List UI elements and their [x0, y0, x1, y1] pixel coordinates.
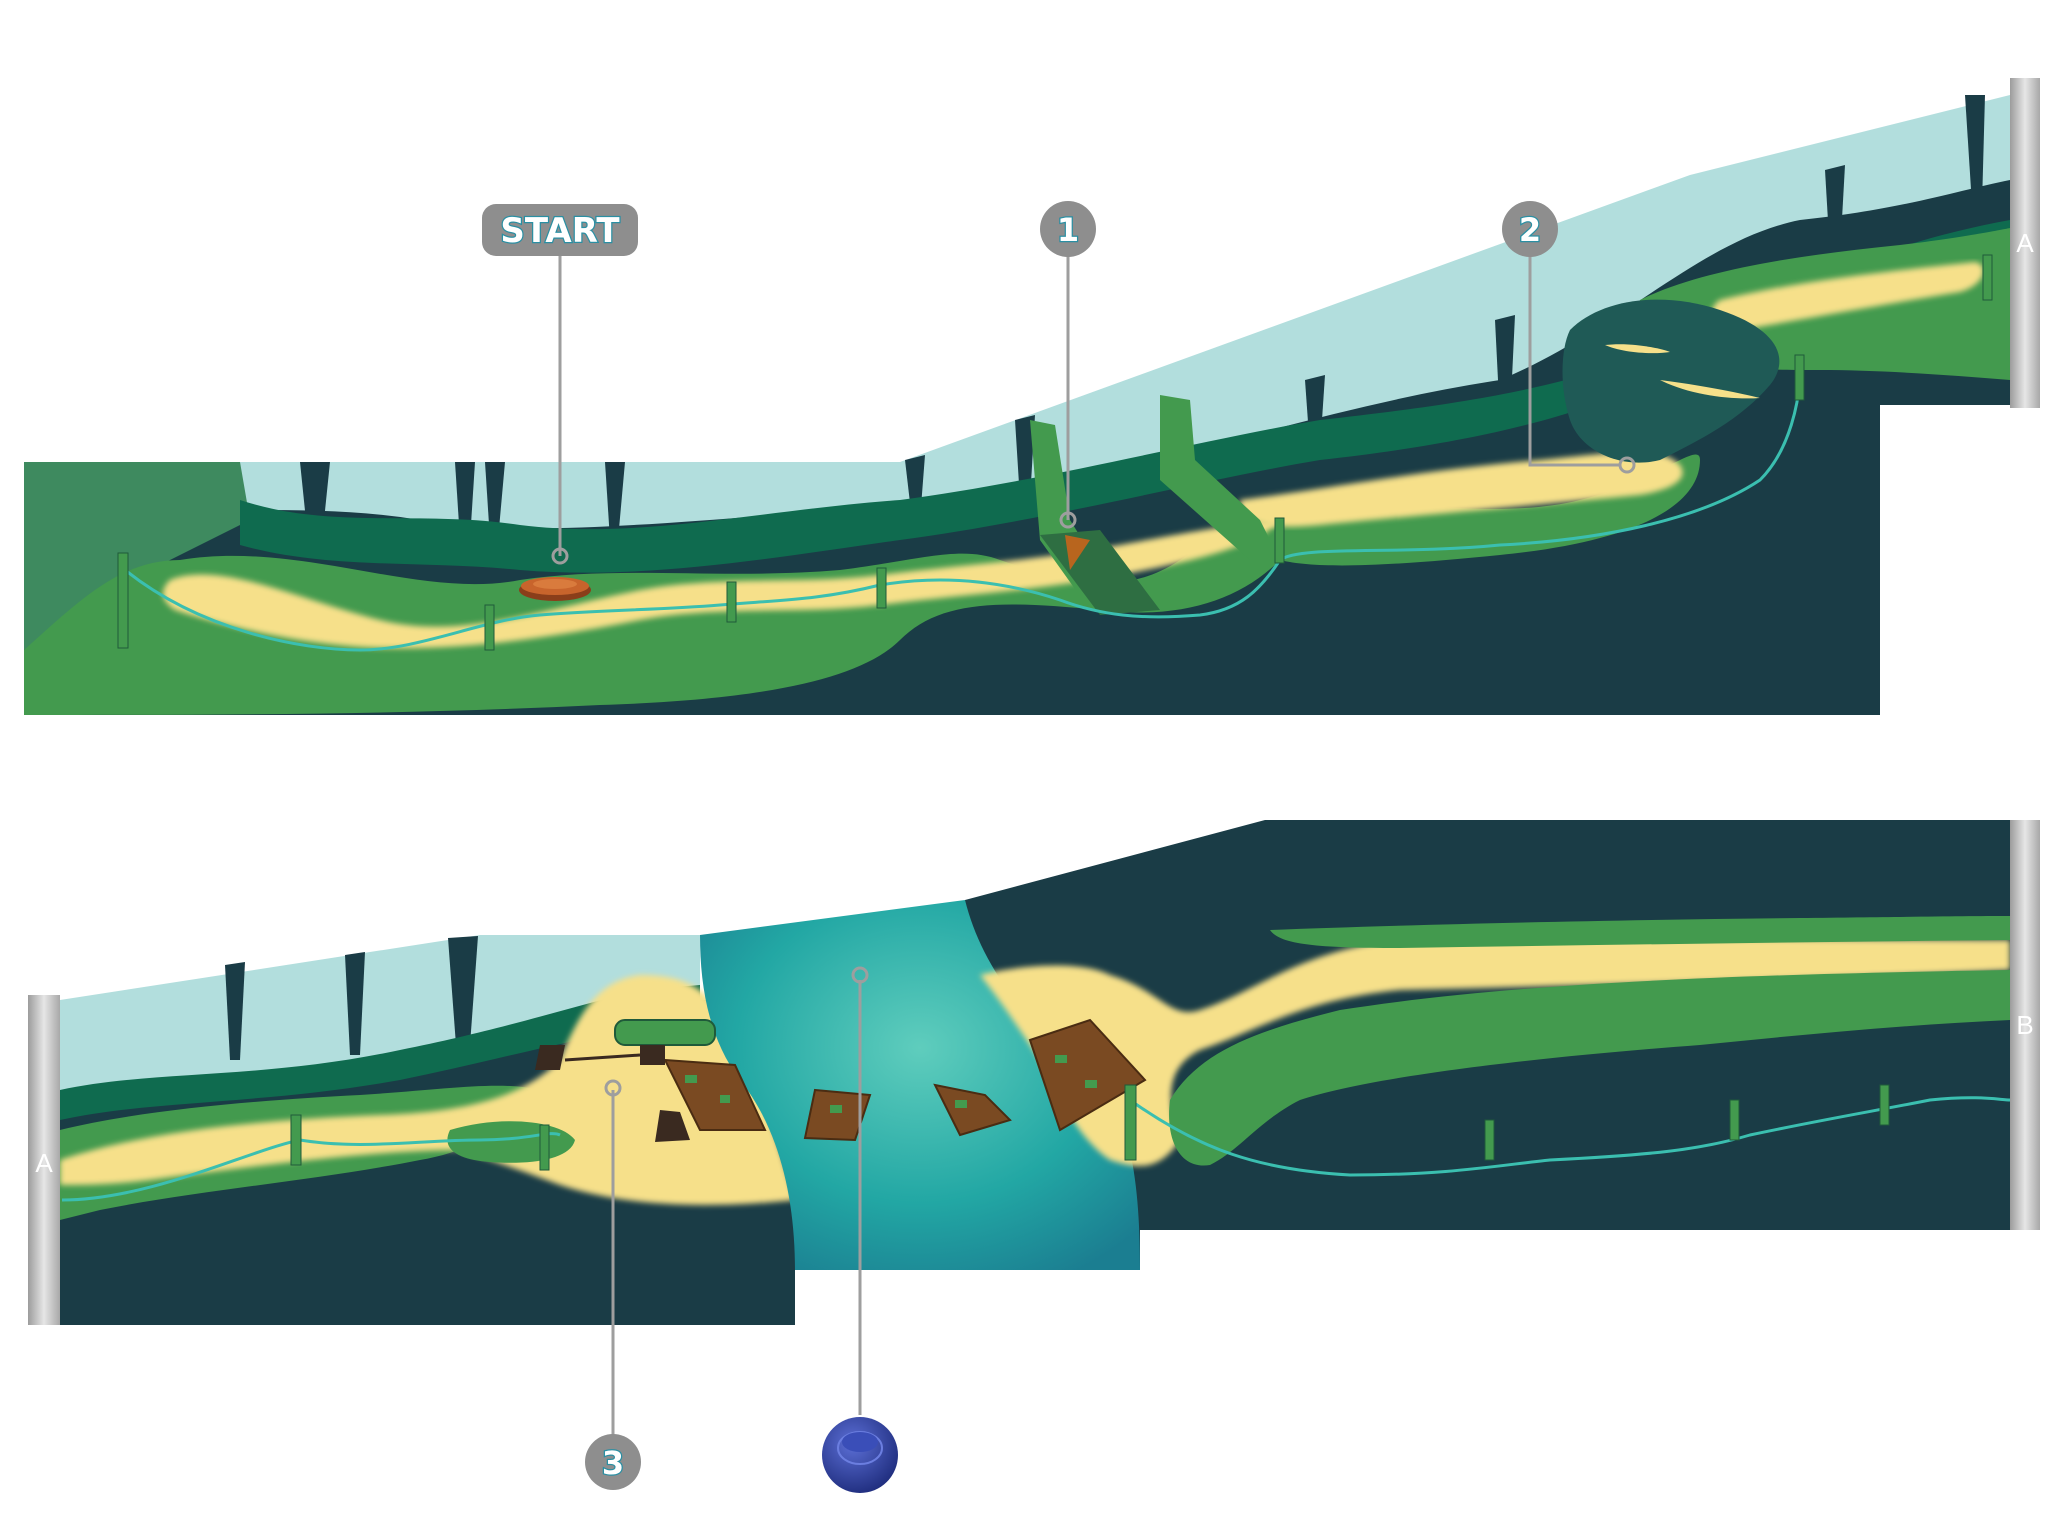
cannon[interactable] [535, 1019, 716, 1142]
bottom-fence-posts [290, 1084, 1890, 1171]
top-pond [1562, 299, 1780, 463]
top-path-right [1240, 451, 1683, 527]
bottom-ridge [60, 985, 700, 1120]
bridge-pillars [1030, 395, 1280, 615]
top-fence-posts [117, 254, 1993, 651]
bottom-grass-right [1169, 970, 2010, 1166]
svg-text:2: 2 [1519, 211, 1541, 249]
bottom-sand-left [60, 975, 795, 1205]
start-pad[interactable] [519, 577, 591, 601]
bottom-grass-top [1270, 916, 2010, 948]
marker-collectible[interactable] [822, 966, 898, 1493]
svg-text:START: START [500, 211, 620, 251]
top-path-left [163, 520, 1280, 649]
marker-2[interactable]: 2 [1502, 201, 1636, 474]
marker-3[interactable]: 3 [585, 1079, 641, 1490]
pond-ripples [1605, 344, 1760, 399]
top-ground-ridge [240, 220, 2010, 573]
connector-bottom-left[interactable]: A [28, 995, 60, 1325]
svg-text:1: 1 [1057, 211, 1079, 249]
svg-text:3: 3 [602, 1444, 624, 1482]
bottom-rope-fence [61, 1096, 2011, 1202]
bottom-trees [225, 936, 478, 1060]
svg-text:A: A [35, 1148, 53, 1178]
top-path-far [1711, 262, 1984, 330]
marker-start[interactable]: START [482, 204, 638, 565]
bottom-sand-right [980, 937, 2010, 1166]
connector-bottom-right[interactable]: B [2010, 820, 2040, 1230]
marker-1[interactable]: 1 [1040, 201, 1096, 529]
river[interactable] [700, 900, 1140, 1270]
top-section [24, 95, 2010, 715]
plank-grass-patches [685, 1055, 1097, 1113]
svg-text:A: A [2016, 228, 2034, 258]
blue-stud-icon [822, 1417, 898, 1493]
top-rope-fence [124, 369, 1802, 652]
svg-text:B: B [2016, 1010, 2033, 1040]
bottom-section [60, 820, 2011, 1325]
connector-top-right[interactable]: A [2010, 78, 2040, 408]
